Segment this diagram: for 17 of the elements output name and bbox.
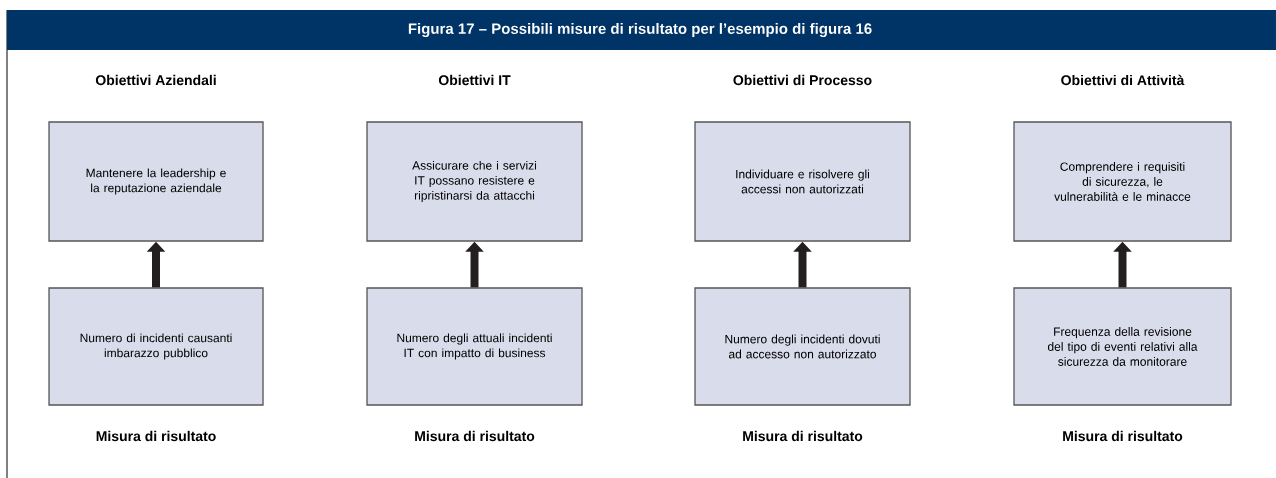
process-box: Numero degli incidenti dovuti ad accesso non autorizzato: [694, 287, 911, 406]
column-heading: Obiettivi di Attività: [1061, 74, 1185, 86]
process-box: Mantenere la leadership e la reputazione aziendale: [48, 121, 264, 242]
column-heading: Obiettivi Aziendali: [95, 74, 216, 86]
measure-label: Misura di risultato: [743, 430, 863, 442]
process-box: Assicurare che i servizi IT possano resistere e ripristinarsi da attacchi: [366, 121, 583, 242]
process-box: Frequenza della revisione del tipo di eventi relativi alla sicurezza da monitorare: [1013, 287, 1232, 406]
process-box: Numero di incidenti causanti imbarazzo pubblico: [48, 287, 264, 406]
column-heading: Obiettivi di Processo: [733, 74, 872, 86]
process-box: Numero degli attuali incidenti IT con impatto di business: [366, 287, 583, 406]
process-box: Comprendere i requisiti di sicurezza, le vulnerabilità e le minacce: [1013, 121, 1232, 242]
measure-label: Misura di risultato: [96, 430, 216, 442]
title-band: Figura 17 – Possibili misure di risultato per l’esempio di figura 16: [7, 10, 1276, 50]
process-box: Individuare e risolvere gli accessi non autorizzati: [694, 121, 911, 242]
measure-label: Misura di risultato: [415, 430, 535, 442]
measure-label: Misura di risultato: [1063, 430, 1183, 442]
column-heading: Obiettivi IT: [438, 74, 511, 86]
